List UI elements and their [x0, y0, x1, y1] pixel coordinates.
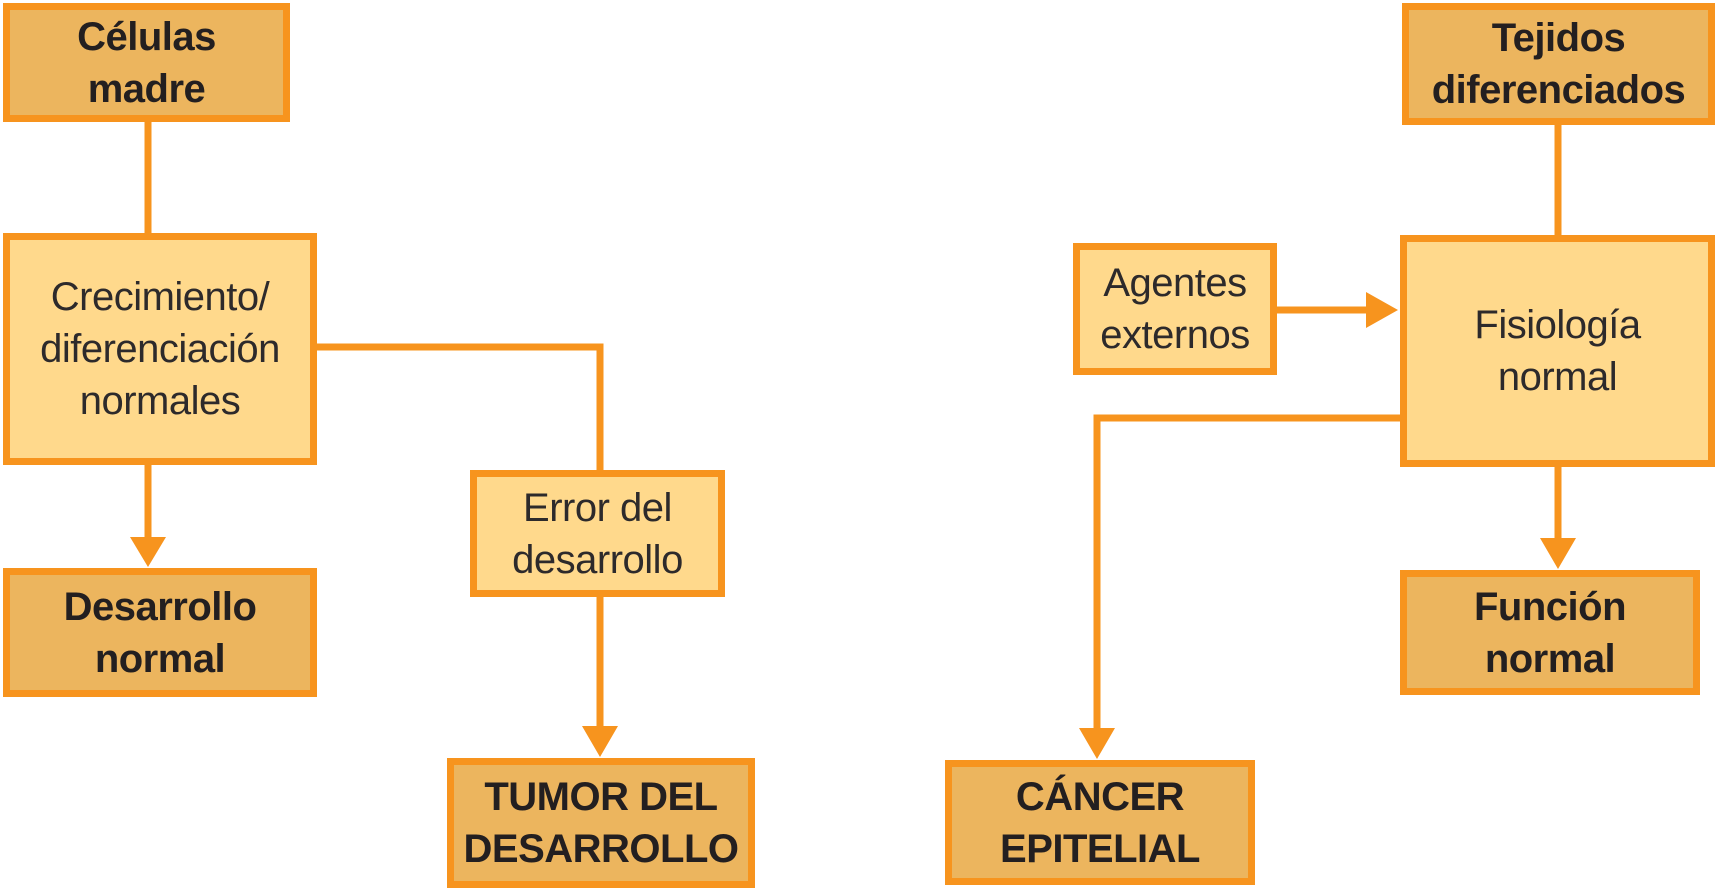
node-crecimiento-diferenciacion: Crecimiento/ diferenciación normales — [3, 233, 317, 465]
node-celulas-madre-label: Células madre — [77, 14, 216, 111]
node-desarrollo-normal: Desarrollo normal — [3, 568, 317, 697]
node-fisiologia-normal: Fisiología normal — [1400, 235, 1715, 467]
node-cancer-epitelial-label: CÁNCER EPITELIAL — [1000, 774, 1200, 871]
edge-fisiologia-to-cancer — [1093, 414, 1402, 732]
node-tumor-desarrollo: TUMOR DEL DESARROLLO — [447, 758, 755, 888]
node-agentes-externos-label: Agentes externos — [1100, 261, 1250, 357]
node-error-desarrollo-label: Error del desarrollo — [512, 485, 683, 582]
arrowhead-desarrollo — [130, 537, 166, 567]
node-tejidos-diferenciados-label: Tejidos diferenciados — [1431, 16, 1686, 112]
edge-crecimiento-to-error — [315, 343, 604, 473]
node-crecimiento-diferenciacion-label: Crecimiento/ diferenciación normales — [40, 275, 280, 423]
node-fisiologia-normal-label: Fisiología normal — [1474, 303, 1641, 399]
node-tumor-desarrollo-label: TUMOR DEL DESARROLLO — [463, 775, 740, 871]
node-cancer-epitelial: CÁNCER EPITELIAL — [945, 760, 1255, 885]
node-desarrollo-normal-label: Desarrollo normal — [63, 584, 257, 681]
node-tejidos-diferenciados: Tejidos diferenciados — [1402, 3, 1715, 125]
arrowhead-cancer — [1079, 728, 1115, 759]
node-funcion-normal-label: Función normal — [1473, 584, 1627, 681]
node-agentes-externos: Agentes externos — [1073, 243, 1277, 375]
node-celulas-madre: Células madre — [3, 3, 290, 122]
node-funcion-normal: Función normal — [1400, 570, 1700, 695]
node-error-desarrollo: Error del desarrollo — [470, 470, 725, 597]
arrowhead-tumor — [582, 726, 618, 757]
arrowhead-fisiologia — [1366, 292, 1398, 328]
arrowhead-funcion — [1540, 538, 1576, 569]
